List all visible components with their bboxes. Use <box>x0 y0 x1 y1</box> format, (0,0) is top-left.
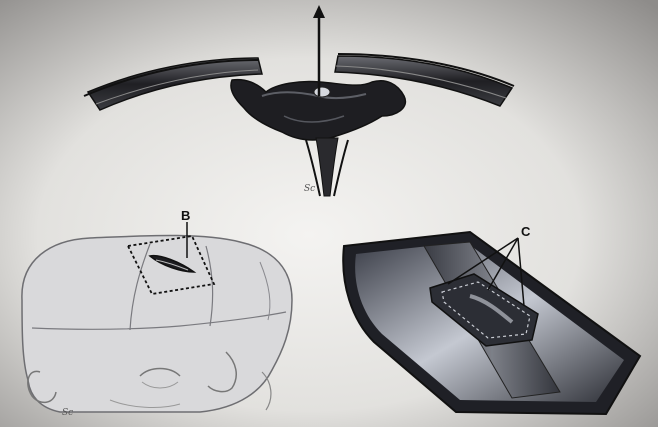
infant-head-figure <box>22 222 292 412</box>
label-b: B <box>181 209 190 222</box>
label-c: C <box>521 225 530 238</box>
artist-signature-top: Sc <box>304 184 315 194</box>
head-outline <box>22 236 292 413</box>
artist-signature-bottom: Sc <box>62 408 73 418</box>
tissue-knot <box>314 87 330 97</box>
